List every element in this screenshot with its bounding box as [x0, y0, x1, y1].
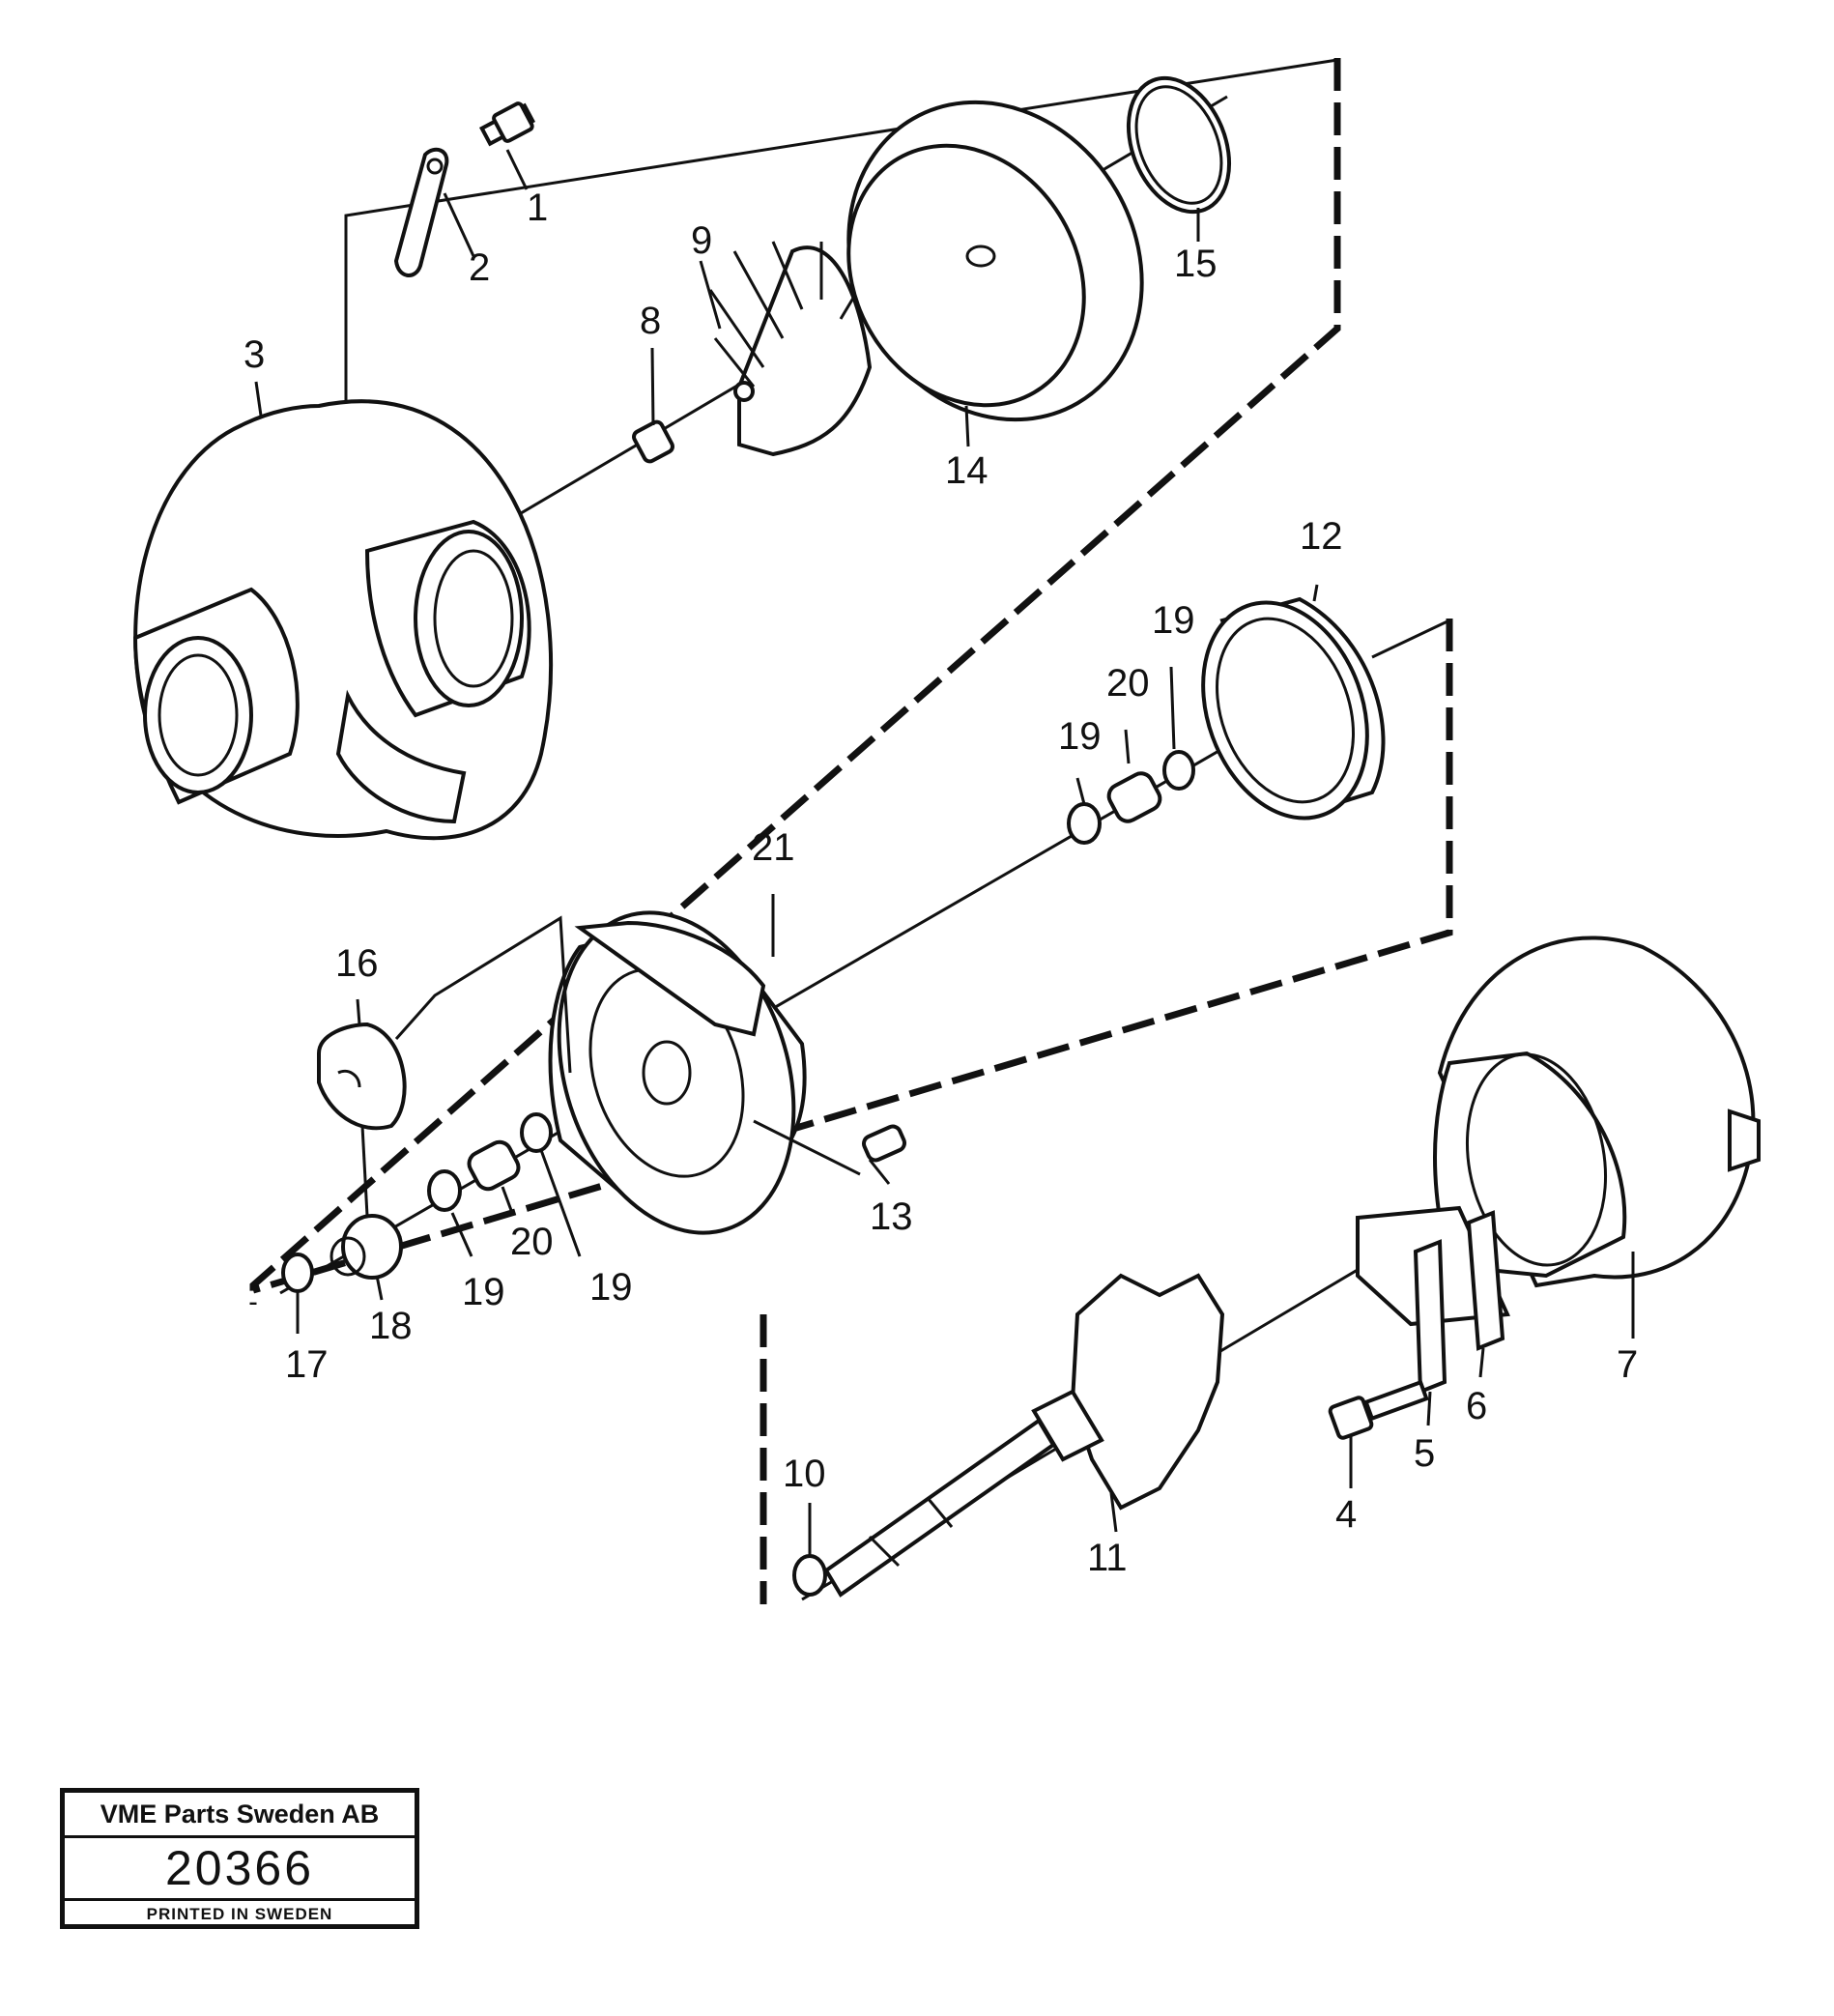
- bearing-ring-lower-2: [520, 1112, 553, 1153]
- callout-13: 13: [870, 1195, 913, 1238]
- thrust-bearing: [330, 1214, 403, 1280]
- callout-9: 9: [691, 219, 712, 262]
- callouts: 1 2 3 8 9 14 15 12 19 20 19 21 16 13 20 …: [244, 187, 1638, 1579]
- back-plate: [846, 100, 1144, 422]
- bearing-housing: [548, 910, 807, 1235]
- callout-14: 14: [945, 449, 989, 492]
- drawing-number: 20366: [65, 1838, 415, 1901]
- callout-19-upper-right: 19: [1152, 599, 1195, 642]
- callout-2: 2: [469, 246, 490, 289]
- turbine-assembly-group: [759, 936, 1761, 1604]
- callout-10: 10: [783, 1453, 826, 1495]
- callout-20-lower: 20: [510, 1221, 554, 1263]
- screw: [478, 101, 536, 147]
- callout-17: 17: [285, 1343, 329, 1386]
- callout-20-upper: 20: [1106, 662, 1150, 705]
- o-ring: [1126, 75, 1232, 215]
- piston-ring: [792, 1554, 827, 1597]
- compressor-housing: [132, 399, 554, 841]
- callout-19-lower-right: 19: [589, 1266, 633, 1309]
- bushing-upper: [1106, 771, 1162, 823]
- printed-in-label: PRINTED IN SWEDEN: [146, 1905, 333, 1923]
- callout-6: 6: [1466, 1385, 1487, 1427]
- thrust-washer: [317, 1022, 407, 1131]
- callout-11: 11: [1087, 1537, 1128, 1579]
- bushing-lower: [467, 1139, 521, 1192]
- callout-16: 16: [335, 942, 379, 985]
- callout-19-upper-left: 19: [1058, 715, 1102, 758]
- title-block: VME Parts Sweden AB 20366 PRINTED IN SWE…: [60, 1788, 419, 1929]
- company-name: VME Parts Sweden AB: [65, 1793, 415, 1838]
- callout-19-lower-left: 19: [462, 1271, 505, 1313]
- callout-5: 5: [1414, 1432, 1435, 1475]
- lock-washer: [1413, 1239, 1447, 1395]
- callout-12: 12: [1300, 515, 1343, 558]
- frame-line-middle: [1371, 619, 1450, 659]
- bearing-ring-upper-1: [1067, 802, 1102, 845]
- turbine-housing: [1356, 936, 1761, 1327]
- bearing-housing-group: [251, 584, 1453, 1334]
- callout-4: 4: [1335, 1493, 1357, 1536]
- lock-plate-hole: [426, 158, 444, 175]
- compressor-wheel: [708, 241, 873, 457]
- nut: [632, 419, 674, 464]
- screw-plug-leader: [753, 1119, 861, 1176]
- retaining-ring: [281, 1253, 314, 1293]
- bearing-ring-lower-1: [427, 1169, 462, 1212]
- dashed-frame-middle: [251, 619, 1453, 1294]
- dashed-frame-upper: [249, 58, 1341, 1305]
- thrust-washer-pin: [394, 915, 572, 1074]
- callout-18: 18: [369, 1305, 413, 1347]
- clamp-plate: [1466, 1210, 1505, 1351]
- callout-15: 15: [1174, 243, 1218, 285]
- heat-shield: [1201, 596, 1386, 821]
- compressor-assembly-group: [132, 58, 1341, 1305]
- callout-21: 21: [752, 826, 795, 869]
- callout-1: 1: [527, 187, 548, 229]
- callout-3: 3: [244, 333, 265, 376]
- o-ring-inner: [1134, 85, 1223, 205]
- turbine-shaft-wheel: [823, 1273, 1225, 1598]
- callout-7: 7: [1617, 1343, 1638, 1386]
- callout-8: 8: [640, 300, 661, 342]
- bearing-ring-upper-2: [1162, 750, 1195, 791]
- screw-plug: [862, 1124, 906, 1163]
- bolt: [1328, 1379, 1429, 1440]
- lock-plate: [393, 147, 449, 277]
